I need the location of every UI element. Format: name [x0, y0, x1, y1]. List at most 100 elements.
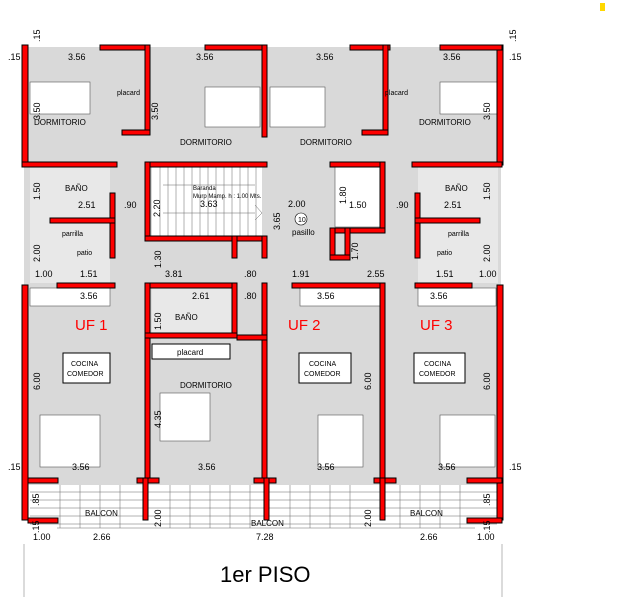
- room-label: DORMITORIO: [419, 118, 471, 127]
- dim: 3.63: [200, 199, 218, 209]
- dim: .15: [31, 520, 41, 533]
- room-label: BAÑO: [175, 313, 198, 322]
- balcony-area: [24, 485, 501, 520]
- dim: 3.56: [317, 291, 335, 301]
- dim: 2.00: [32, 244, 42, 262]
- dim: 3.65: [272, 212, 282, 230]
- kitchen-counter-icon: [299, 287, 381, 307]
- unit-label-uf3: UF 3: [420, 317, 453, 334]
- room-label: BALCON: [85, 509, 118, 518]
- dim: 2.61: [192, 291, 210, 301]
- kitchen-label-box: [298, 352, 352, 384]
- tile-right: [418, 165, 498, 283]
- dim: 1.51: [436, 269, 454, 279]
- dim: 3.56: [68, 52, 86, 62]
- placard-label-box: [151, 343, 231, 360]
- dim: 3.50: [150, 102, 160, 120]
- room-label: COCINA: [71, 361, 99, 368]
- bed-icon: [439, 81, 501, 115]
- dim: .90: [396, 200, 409, 210]
- dim: 1.50: [349, 200, 367, 210]
- dim: 1.70: [350, 242, 360, 260]
- dim: 1.30: [153, 250, 163, 268]
- dim: 1.50: [482, 182, 492, 200]
- dim: 3.56: [430, 291, 448, 301]
- furniture: [29, 81, 501, 468]
- tile-left: [30, 165, 110, 283]
- dim: 2.55: [367, 269, 385, 279]
- labels: .15 .15 .15 .15 3.56 3.56 3.56 3.56 3.50…: [8, 29, 522, 587]
- room-label: COCINA: [424, 361, 452, 368]
- tile-center: [152, 288, 232, 333]
- room-label: DORMITORIO: [180, 381, 232, 390]
- room-label: COMEDOR: [67, 371, 104, 378]
- dim: 3.56: [438, 462, 456, 472]
- dim: 1.00: [479, 269, 497, 279]
- dim: .80: [244, 291, 257, 301]
- room-label: parrilla: [448, 231, 469, 238]
- sofa-icon: [39, 414, 101, 468]
- dim: 2.20: [152, 199, 162, 217]
- room-label: placard: [385, 90, 408, 97]
- dim: .15: [32, 29, 42, 42]
- room-label: patio: [77, 250, 92, 257]
- dim: 3.56: [316, 52, 334, 62]
- unit-label-uf1: UF 1: [75, 317, 108, 334]
- stair-note: Baranda: [193, 186, 216, 192]
- dim: 3.56: [80, 291, 98, 301]
- stair-note: Murp Mamp. h : 1.00 Mts.: [193, 194, 262, 200]
- bed-icon: [269, 86, 326, 128]
- bed-icon: [159, 392, 211, 442]
- dim: .90: [124, 200, 137, 210]
- dim: .15: [508, 29, 518, 42]
- dim: .15: [8, 462, 21, 472]
- dim: 1.91: [292, 269, 310, 279]
- dim: 6.00: [482, 372, 492, 390]
- dim: .15: [8, 52, 21, 62]
- room-number-circle: [294, 212, 308, 226]
- dim: 2.66: [93, 532, 111, 542]
- room-label: BALCON: [251, 519, 284, 528]
- dim: 3.56: [198, 462, 216, 472]
- dim: 2.00: [482, 244, 492, 262]
- marker: [600, 3, 605, 11]
- room-label: BAÑO: [445, 184, 468, 193]
- dim: 1.80: [338, 186, 348, 204]
- dim: 3.56: [72, 462, 90, 472]
- unit-label-uf2: UF 2: [288, 317, 321, 334]
- dim: 2.00: [288, 199, 306, 209]
- dim: .85: [482, 493, 492, 506]
- dim: 3.50: [32, 102, 42, 120]
- room-label: parrilla: [62, 231, 83, 238]
- dim: 1.51: [80, 269, 98, 279]
- dim: 6.00: [32, 372, 42, 390]
- dim: .15: [509, 52, 522, 62]
- bed-icon: [204, 86, 261, 128]
- room-label: COCINA: [309, 361, 337, 368]
- dim: 1.00: [35, 269, 53, 279]
- room-label: DORMITORIO: [180, 138, 232, 147]
- room-label: patio: [437, 250, 452, 257]
- sofa-icon: [439, 414, 496, 468]
- bed-icon: [29, 81, 91, 115]
- dim: 2.00: [153, 509, 163, 527]
- dim: 7.28: [256, 532, 274, 542]
- dim: 1.00: [477, 532, 495, 542]
- staircase: [152, 165, 262, 237]
- room-label: COMEDOR: [304, 371, 341, 378]
- dim: 3.56: [317, 462, 335, 472]
- kitchen-label-box: [413, 352, 466, 384]
- dim: 1.00: [33, 532, 51, 542]
- dim: 2.00: [363, 509, 373, 527]
- room-label: pasillo: [292, 228, 315, 237]
- room-label: BAÑO: [65, 184, 88, 193]
- dim: .80: [244, 269, 257, 279]
- dim: 6.00: [363, 372, 373, 390]
- room-label: placard: [177, 348, 203, 357]
- dim: 2.66: [420, 532, 438, 542]
- room-number: 10: [298, 217, 306, 224]
- walls: [21, 44, 504, 524]
- dim: 3.50: [482, 102, 492, 120]
- room-label: placard: [117, 90, 140, 97]
